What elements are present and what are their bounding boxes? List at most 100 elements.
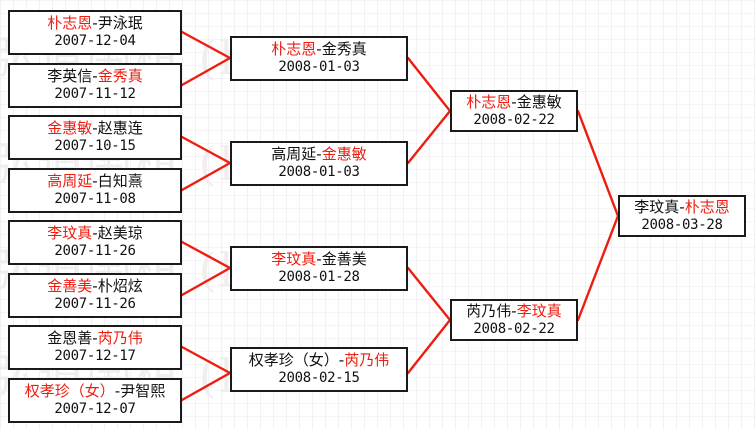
player-loser: 高周延 <box>271 145 317 164</box>
player-separator: - <box>316 250 322 269</box>
player-separator: - <box>92 329 98 348</box>
player-winner: 芮乃伟 <box>344 351 390 370</box>
match-players: 高周延-白知熹 <box>47 173 142 191</box>
player-winner: 李玟真 <box>47 224 93 243</box>
connector-r1m6-r2m3 <box>180 266 232 297</box>
player-loser: 金善美 <box>321 250 367 269</box>
match-box-r2m1[interactable]: 朴志恩-金秀真 2008-01-03 <box>230 36 408 81</box>
match-date: 2007-12-04 <box>54 33 136 50</box>
connector-r2m1-r3m1 <box>406 56 452 113</box>
player-winner: 金惠敏 <box>321 145 367 164</box>
player-separator: - <box>114 382 121 401</box>
match-players: 李玟真-朴志恩 <box>634 197 730 217</box>
match-box-r1m8[interactable]: 权孝珍（女）-尹智熙 2007-12-07 <box>8 378 182 423</box>
player-loser: 尹智熙 <box>120 382 166 401</box>
match-date: 2007-12-07 <box>54 401 136 418</box>
match-date: 2008-02-15 <box>278 370 360 387</box>
player-winner: 李玟真 <box>271 250 317 269</box>
player-winner: 李玟真 <box>516 301 562 320</box>
player-separator: - <box>92 277 98 296</box>
match-date: 2008-01-28 <box>278 269 360 286</box>
match-players: 朴志恩-尹泳珉 <box>47 15 142 33</box>
player-separator: - <box>92 67 98 86</box>
match-date: 2008-03-28 <box>641 216 723 233</box>
match-box-r1m6[interactable]: 金善美-朴炤炫 2007-11-26 <box>8 273 182 318</box>
match-box-final[interactable]: 李玟真-朴志恩 2008-03-28 <box>618 195 746 237</box>
player-loser: 朴炤炫 <box>97 277 143 296</box>
connector-r3m2-final <box>576 214 620 322</box>
match-players: 高周延-金惠敏 <box>271 146 366 164</box>
player-winner: 朴志恩 <box>47 14 93 33</box>
player-winner: 芮乃伟 <box>97 329 143 348</box>
match-box-r1m4[interactable]: 高周延-白知熹 2007-11-08 <box>8 168 182 213</box>
player-separator: - <box>92 224 98 243</box>
player-loser: 白知熹 <box>97 172 143 191</box>
match-date: 2007-11-08 <box>54 191 136 208</box>
player-loser: 金惠敏 <box>516 92 562 111</box>
match-box-r1m5[interactable]: 李玟真-赵美琼 2007-11-26 <box>8 220 182 265</box>
match-box-r3m2[interactable]: 芮乃伟-李玟真 2008-02-22 <box>450 299 578 341</box>
match-players: 李玟真-赵美琼 <box>47 225 142 243</box>
player-winner: 权孝珍（女） <box>24 382 115 401</box>
player-separator: - <box>316 145 322 164</box>
connector-r2m3-r3m2 <box>406 266 452 322</box>
connector-r1m1-r2m1 <box>180 30 232 60</box>
player-winner: 朴志恩 <box>684 197 730 216</box>
match-box-r2m4[interactable]: 权孝珍（女）-芮乃伟 2008-02-15 <box>230 347 408 392</box>
player-loser: 尹泳珉 <box>97 14 143 33</box>
match-players: 芮乃伟-李玟真 <box>466 301 562 321</box>
match-date: 2007-11-26 <box>54 296 136 313</box>
match-date: 2008-01-03 <box>278 59 360 76</box>
match-box-r1m1[interactable]: 朴志恩-尹泳珉 2007-12-04 <box>8 10 182 55</box>
match-date: 2007-11-26 <box>54 243 136 260</box>
match-box-r1m2[interactable]: 李英信-金秀真 2007-11-12 <box>8 63 182 108</box>
match-date: 2008-02-22 <box>473 111 555 128</box>
match-box-r2m3[interactable]: 李玟真-金善美 2008-01-28 <box>230 246 408 291</box>
player-winner: 金善美 <box>47 277 93 296</box>
match-date: 2007-10-15 <box>54 138 136 155</box>
player-loser: 金秀真 <box>321 40 367 59</box>
connector-r1m3-r2m2 <box>180 135 232 165</box>
player-loser: 李英信 <box>47 67 93 86</box>
match-players: 金恩善-芮乃伟 <box>47 330 142 348</box>
player-loser: 赵美琼 <box>97 224 143 243</box>
connector-r2m2-r3m1 <box>406 109 452 165</box>
player-winner: 金惠敏 <box>47 119 93 138</box>
match-box-r2m2[interactable]: 高周延-金惠敏 2008-01-03 <box>230 141 408 186</box>
connector-r1m8-r2m4 <box>180 371 232 402</box>
player-separator: - <box>92 14 98 33</box>
player-loser: 权孝珍（女） <box>248 351 339 370</box>
player-winner: 金秀真 <box>97 67 143 86</box>
connector-r2m4-r3m2 <box>406 318 452 375</box>
match-players: 权孝珍（女）-尹智熙 <box>25 383 165 401</box>
match-players: 金惠敏-赵惠连 <box>47 120 142 138</box>
player-loser: 赵惠连 <box>97 119 143 138</box>
match-box-r1m3[interactable]: 金惠敏-赵惠连 2007-10-15 <box>8 115 182 160</box>
player-separator: - <box>338 351 345 370</box>
player-winner: 朴志恩 <box>466 92 512 111</box>
match-date: 2008-02-22 <box>473 320 555 337</box>
match-players: 金善美-朴炤炫 <box>47 278 142 296</box>
match-players: 李英信-金秀真 <box>47 68 142 86</box>
connector-r1m5-r2m3 <box>180 240 232 270</box>
match-box-r3m1[interactable]: 朴志恩-金惠敏 2008-02-22 <box>450 90 578 132</box>
match-players: 朴志恩-金秀真 <box>271 41 366 59</box>
player-loser: 李玟真 <box>634 197 680 216</box>
player-separator: - <box>316 40 322 59</box>
player-separator: - <box>511 92 517 111</box>
connector-r1m7-r2m4 <box>180 345 232 375</box>
match-date: 2008-01-03 <box>278 164 360 181</box>
player-separator: - <box>511 301 517 320</box>
player-separator: - <box>92 172 98 191</box>
match-box-r1m7[interactable]: 金恩善-芮乃伟 2007-12-17 <box>8 325 182 370</box>
player-separator: - <box>92 119 98 138</box>
connector-r3m1-final <box>576 109 620 218</box>
player-winner: 朴志恩 <box>271 40 317 59</box>
player-loser: 芮乃伟 <box>466 301 512 320</box>
player-loser: 金恩善 <box>47 329 93 348</box>
player-separator: - <box>679 197 685 216</box>
connector-r1m2-r2m1 <box>180 56 232 87</box>
match-players: 李玟真-金善美 <box>271 251 366 269</box>
match-date: 2007-11-12 <box>54 86 136 103</box>
